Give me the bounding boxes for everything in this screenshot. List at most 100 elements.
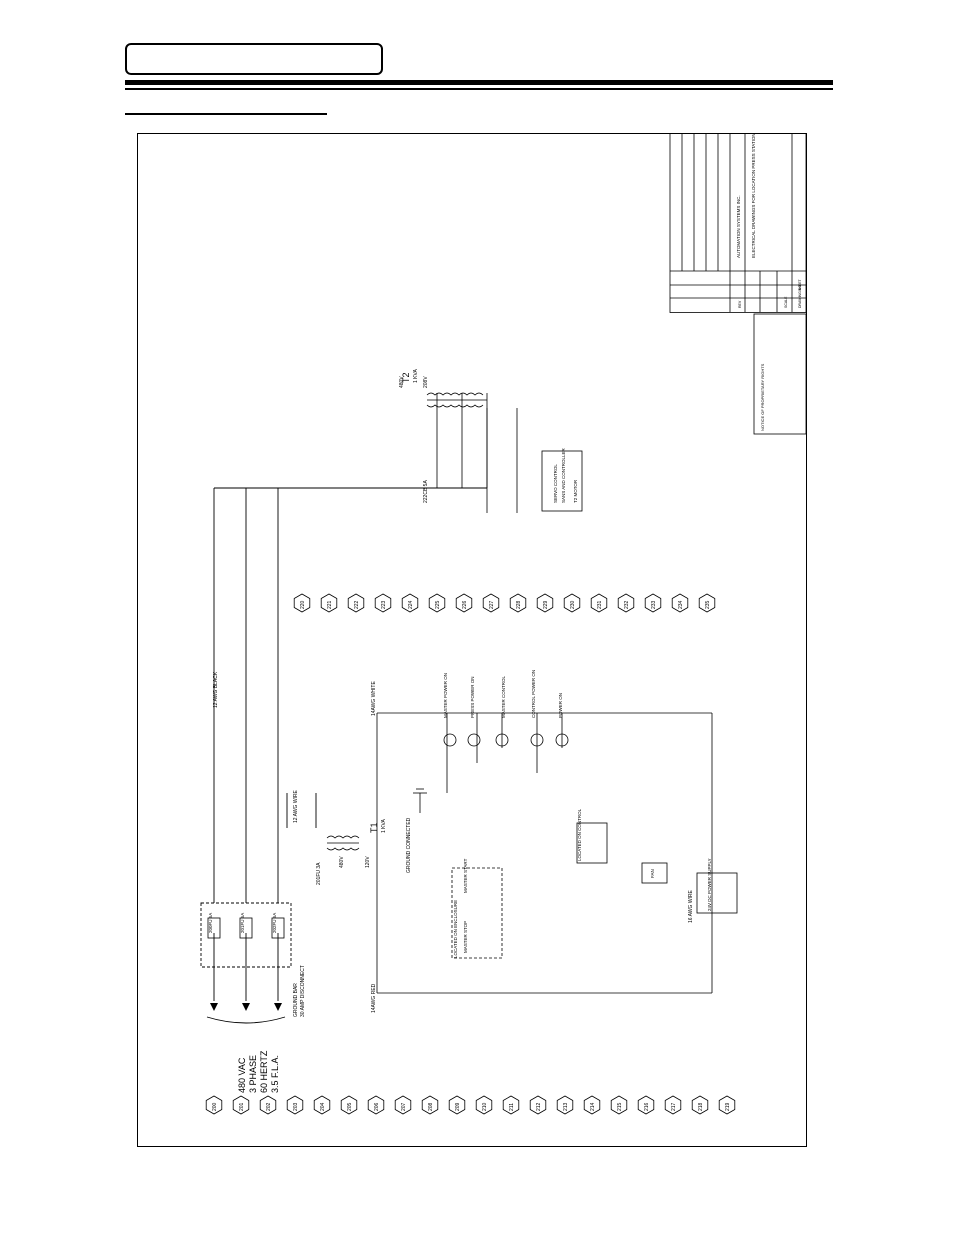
rung-number-209: 209 (448, 1095, 466, 1115)
rung-number-label: 206 (374, 1102, 380, 1111)
rung-number-210: 210 (475, 1095, 493, 1115)
rung-number-label: 224 (408, 600, 414, 609)
t2-name: T2 (401, 372, 411, 383)
title-block-company: AUTOMATION SYSTEMS INC. (736, 195, 741, 258)
wire-awg14-red: 14AWG RED (371, 983, 377, 1013)
rung-number-label: 212 (536, 1102, 542, 1111)
rung-number-label: 232 (624, 600, 630, 609)
supply-arrows (210, 1003, 282, 1011)
rung-number-227: 227 (482, 593, 500, 613)
ctrl-master-stop: MASTER STOP (463, 921, 468, 953)
rung-number-207: 207 (394, 1095, 412, 1115)
rung-number-label: 225 (435, 600, 441, 609)
title-block (669, 133, 807, 435)
rung-number-225: 225 (428, 593, 446, 613)
rung-number-label: 231 (597, 600, 603, 609)
section-heading-underline (125, 113, 327, 115)
rung-number-label: 209 (455, 1102, 461, 1111)
rung-number-label: 217 (671, 1102, 677, 1111)
rung-number-205: 205 (340, 1095, 358, 1115)
rung-number-label: 216 (644, 1102, 650, 1111)
rung-number-214: 214 (583, 1095, 601, 1115)
rung-number-208: 208 (421, 1095, 439, 1115)
t1-secondary: 120V (365, 856, 371, 868)
power-supply-box (696, 872, 738, 914)
transformer-t1 (326, 712, 712, 993)
rung-number-211: 211 (502, 1095, 520, 1115)
title-block-drawing: DRAWING NO. (798, 284, 802, 308)
rung-number-label: 228 (516, 600, 522, 609)
rung-number-202: 202 (259, 1095, 277, 1115)
rung-number-215: 215 (610, 1095, 628, 1115)
rung-number-label: 222 (354, 600, 360, 609)
supply-frequency: 60 HERTZ (259, 1050, 269, 1093)
servo-power-supply: 24V DC POWER SUPPLY (707, 858, 712, 911)
rung-number-label: 227 (489, 600, 495, 609)
rung-number-label: 205 (347, 1102, 353, 1111)
transformer-t2 (426, 392, 583, 513)
rung-number-233: 233 (644, 593, 662, 613)
wire-awg16: 16 AWG WIRE (688, 889, 694, 923)
wire-awg14-white: 14AWG WHITE (371, 681, 377, 716)
rung-number-224: 224 (401, 593, 419, 613)
rung-number-217: 217 (664, 1095, 682, 1115)
rung-number-226: 226 (455, 593, 473, 613)
fuse-201: 201FU 5A (240, 913, 245, 933)
rung-number-212: 212 (529, 1095, 547, 1115)
enclosure-station (451, 867, 503, 959)
rung-number-222: 222 (347, 593, 365, 613)
notes-title: NOTICE OF PROPRIETARY RIGHTS (760, 363, 765, 431)
supply-label: 480 VAC 3 PHASE 60 HERTZ 3.5 F.L.A. (237, 1050, 280, 1093)
t2-fuse: 222CB 5A (423, 480, 429, 503)
power-bus (200, 487, 487, 1001)
rung-number-label: 211 (509, 1103, 515, 1111)
rung-number-229: 229 (536, 593, 554, 613)
rung-number-label: 215 (617, 1102, 623, 1111)
pilot-light-ctrl (530, 733, 544, 747)
ground-bar-label: GROUND BAR (293, 983, 299, 1017)
rung-number-219: 219 (718, 1095, 736, 1115)
t1-rating: 1 KVA (381, 819, 387, 833)
ctrl-power-on: POWER ON (558, 693, 563, 718)
rung-number-200: 200 (205, 1095, 223, 1115)
fuse-202: 202FU 5A (272, 913, 277, 933)
title-block-text: AUTOMATION SYSTEMS INC. ELECTRICAL DRAWI… (736, 133, 802, 431)
pilot-light-press (467, 733, 481, 747)
pilot-light-master (443, 733, 457, 747)
title-block-sheet: SHEET (798, 278, 802, 291)
title-block-rev: REV (738, 300, 742, 308)
rung-number-label: 213 (563, 1102, 569, 1111)
sheet-border (137, 133, 807, 1147)
servo-sub: SANS AND CONTROLLER (561, 447, 566, 503)
rung-number-206: 206 (367, 1095, 385, 1115)
servo-title: SERVO CONTROL (553, 464, 558, 503)
header-rule-thick (125, 80, 833, 85)
t1-primary: 480V (339, 856, 345, 868)
ground-note: GROUND CONNECTED (406, 817, 412, 873)
pilot-lights (443, 733, 569, 747)
rung-number-label: 233 (651, 600, 657, 609)
rung-number-label: 234 (678, 600, 684, 609)
fuses (207, 917, 285, 939)
rung-number-label: 219 (725, 1102, 731, 1111)
rung-number-label: 200 (212, 1102, 218, 1111)
rung-number-218: 218 (691, 1095, 709, 1115)
supply-phase: 3 PHASE (248, 1055, 258, 1093)
rung-number-213: 213 (556, 1095, 574, 1115)
ctrl-press-power-on: PRESS POWER ON (470, 676, 475, 718)
ctrl-master-power-on: MASTER POWER ON (443, 673, 448, 718)
disconnect-label: 30 AMP DISCONNECT (300, 965, 306, 1017)
rung-number-234: 234 (671, 593, 689, 613)
rung-number-216: 216 (637, 1095, 655, 1115)
servo-fan: FAN (650, 869, 655, 878)
rung-number-label: 226 (462, 600, 468, 609)
rung-number-228: 228 (509, 593, 527, 613)
title-block-title: ELECTRICAL DRAWINGS FOR LOCATION PRESS S… (751, 133, 756, 258)
wire-awg12-black: 12 AWG BLACK (213, 671, 219, 708)
ctrl-master-start: MASTER START (463, 858, 468, 893)
t2-secondary: 208V (423, 376, 429, 388)
ctrl-master-control: MASTER CONTROL (501, 675, 506, 718)
rung-number-223: 223 (374, 593, 392, 613)
pilot-light-control (495, 733, 509, 747)
